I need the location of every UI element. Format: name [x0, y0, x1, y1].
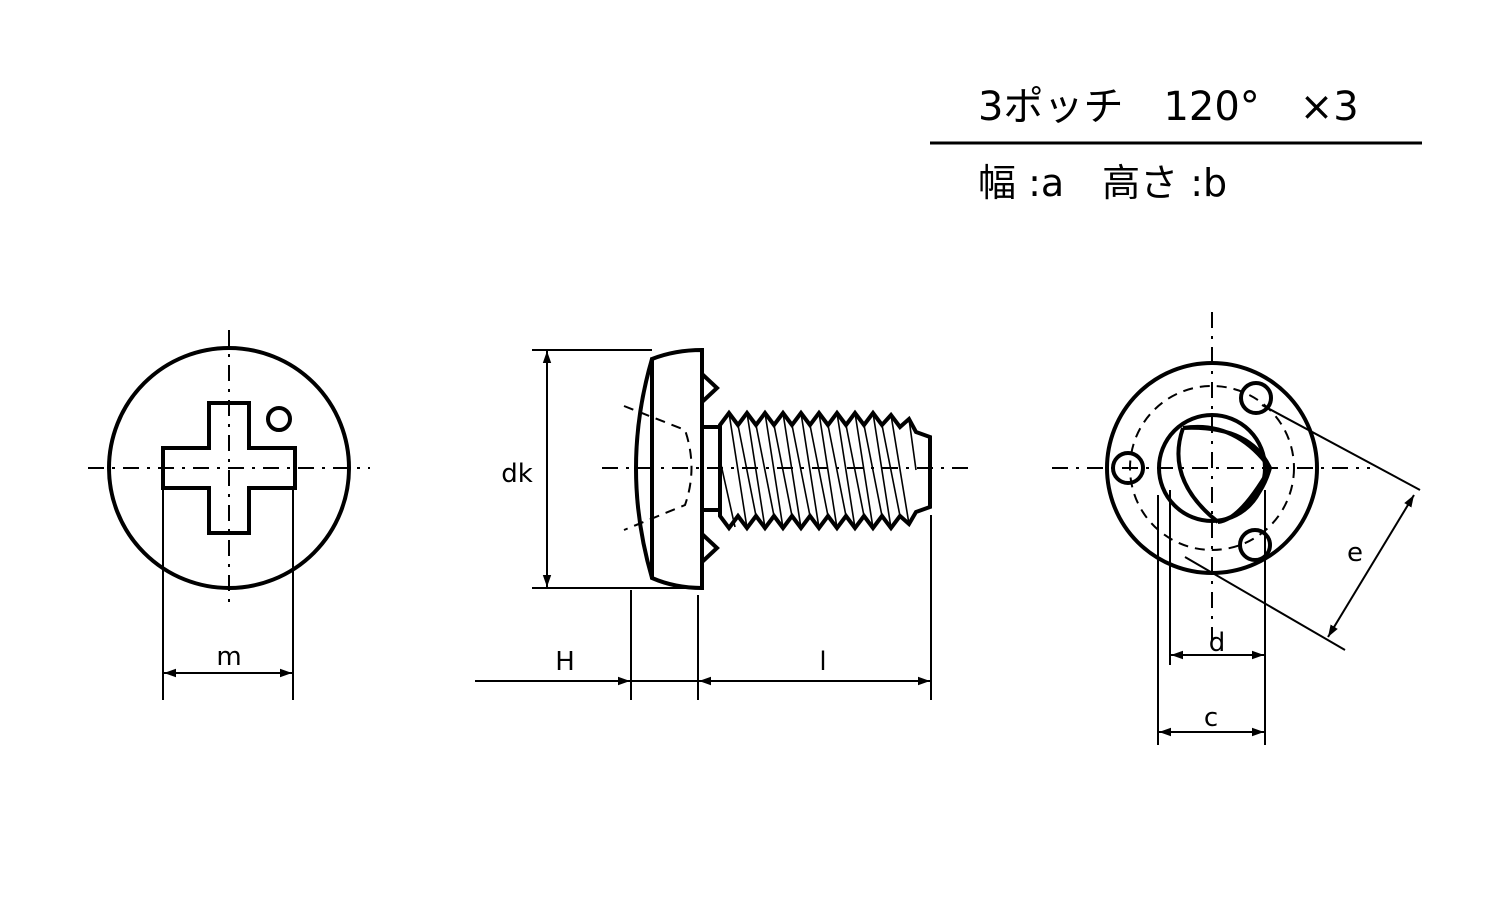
- top-view: m: [88, 330, 370, 700]
- phillips-recess: [161, 401, 297, 535]
- dim-d: d: [1209, 628, 1226, 658]
- spec-size: 幅 :a 高さ :b: [978, 161, 1227, 205]
- dim-m: m: [216, 642, 241, 672]
- spec-title: 3ポッチ 120° ×3: [978, 84, 1359, 130]
- dim-e: e: [1347, 538, 1363, 568]
- dim-l: l: [819, 647, 826, 677]
- dim-c: c: [1204, 703, 1218, 733]
- bottom-view: e d c: [1052, 312, 1421, 745]
- side-view: dk H l: [475, 347, 972, 700]
- dim-H: H: [555, 647, 575, 677]
- dim-dk: dk: [501, 459, 533, 489]
- nub-circle: [266, 406, 292, 432]
